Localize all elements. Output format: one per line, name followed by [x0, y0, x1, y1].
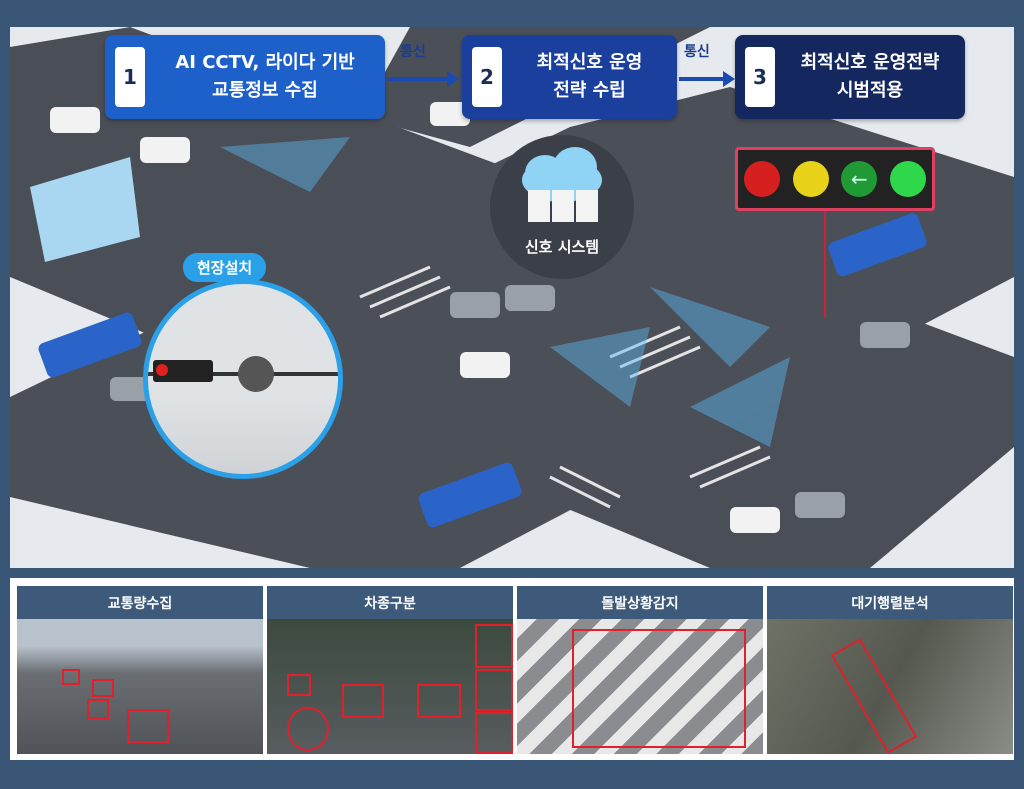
feature-title: 돌발상황감지 [517, 586, 763, 619]
step-text: 교통정보 수집 [212, 80, 318, 101]
feature-vehicle-type: 차종구분 [267, 586, 513, 754]
cars [50, 102, 780, 533]
signal-system-label: 신호 시스템 [524, 238, 600, 256]
step-text: 시범적용 [836, 80, 904, 101]
step-number: 3 [745, 47, 775, 107]
arrow-icon [679, 71, 735, 87]
feature-title: 차종구분 [267, 586, 513, 619]
step-text: AI CCTV, 라이다 기반 [175, 52, 355, 73]
feature-incident-detection: 돌발상황감지 [517, 586, 763, 754]
feature-panel: 교통량수집 차종구분 돌발상황감지 대기행렬분석 [10, 578, 1014, 760]
step-text: 최적신호 운영 [536, 52, 643, 73]
cloud-server-icon [522, 147, 602, 222]
sensor-beams [220, 137, 790, 447]
feature-title: 대기행렬분석 [767, 586, 1013, 619]
step-number: 2 [472, 47, 502, 107]
comm-label: 통신 [684, 44, 710, 60]
traffic-light: ← [735, 147, 935, 211]
feature-title: 교통량수집 [17, 586, 263, 619]
bus-shelter [30, 157, 140, 262]
step-number: 1 [115, 47, 145, 107]
step-text: 전략 수립 [553, 80, 626, 101]
yellow-lamp-icon [792, 161, 829, 197]
feature-traffic-volume: 교통량수집 [17, 586, 263, 754]
green-lamp-icon [889, 161, 926, 197]
field-install-zoom [143, 279, 343, 479]
arrow-icon [387, 71, 459, 87]
left-arrow-lamp-icon: ← [841, 161, 878, 197]
buses [38, 213, 927, 528]
signal-system: 신호 시스템 [490, 135, 634, 279]
field-install-label: 현장설치 [183, 253, 267, 282]
feature-queue-analysis: 대기행렬분석 [767, 586, 1013, 754]
red-lamp-icon [744, 161, 781, 197]
comm-label: 통신 [400, 44, 426, 60]
step-text: 최적신호 운영전략 [800, 52, 940, 73]
